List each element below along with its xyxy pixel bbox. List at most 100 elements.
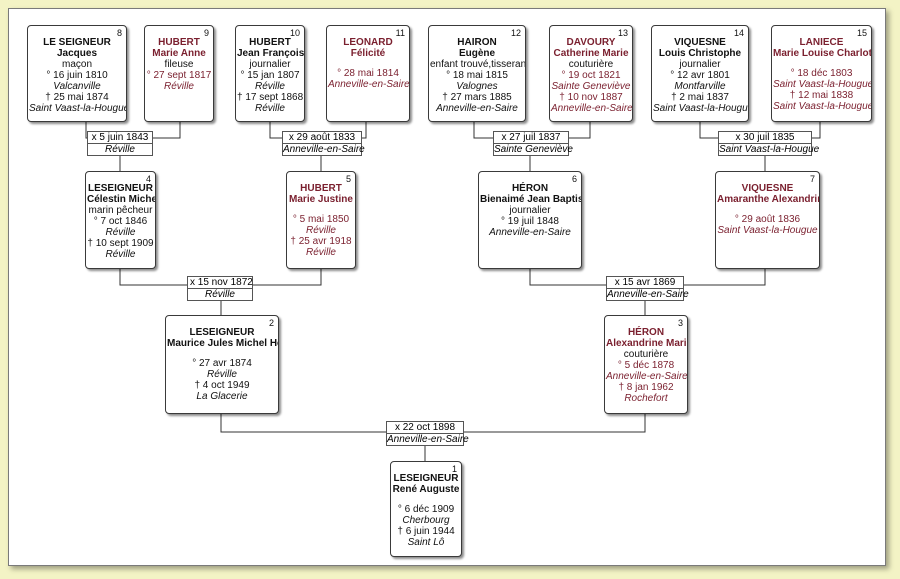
person-given-name: Marie Anne xyxy=(152,48,206,59)
person-surname: LESEIGNEUR xyxy=(189,327,255,338)
person-surname: HÉRON xyxy=(511,183,549,194)
marriage-2-3[interactable]: x 22 oct 1898 Anneville-en-Saire xyxy=(386,421,469,446)
person-card-7[interactable]: 7 VIQUESNE Amaranthe Alexandrine ° 29 ao… xyxy=(715,171,820,269)
person-death-place: Rochefort xyxy=(624,393,668,404)
marriage-place: Réville xyxy=(88,143,152,155)
person-birth-place: Valognes xyxy=(456,81,498,92)
marriage-date: x 15 nov 1872 xyxy=(190,277,253,288)
marriage-4-5[interactable]: x 15 nov 1872 Réville xyxy=(187,276,253,301)
marriage-14-15[interactable]: x 30 juil 1835 Saint Vaast-la-Hougue xyxy=(718,131,820,156)
marriage-date: x 27 juil 1837 xyxy=(501,132,561,143)
marriage-8-9[interactable]: x 5 juin 1843 Réville xyxy=(87,131,153,156)
person-card-9[interactable]: 9 HUBERT Marie Anne fileuse ° 27 sept 18… xyxy=(144,25,214,122)
person-birth-place: Anneville-en-Saire xyxy=(328,79,410,90)
person-card-2[interactable]: 2 LESEIGNEUR Maurice Jules Michel Henri … xyxy=(165,315,279,414)
person-birth: ° 16 juin 1810 xyxy=(46,70,108,81)
person-card-1[interactable]: 1 LESEIGNEUR René Auguste ° 6 déc 1909 C… xyxy=(390,461,462,557)
person-number: 12 xyxy=(510,28,521,38)
marriage-date: x 5 juin 1843 xyxy=(91,132,149,143)
person-death-place: Anneville-en-Saire xyxy=(436,103,518,114)
person-birth: ° 7 oct 1846 xyxy=(93,216,148,227)
person-card-8[interactable]: 8 LE SEIGNEUR Jacques maçon ° 16 juin 18… xyxy=(27,25,127,122)
person-occupation: marin pêcheur xyxy=(88,205,153,216)
person-card-6[interactable]: 6 HÉRON Bienaimé Jean Baptiste journalie… xyxy=(478,171,582,269)
person-birth-place: Réville xyxy=(206,369,237,380)
person-card-12[interactable]: 12 HAIRON Eugène enfant trouvé,tisserand… xyxy=(428,25,526,122)
person-number: 1 xyxy=(451,464,457,474)
person-card-3[interactable]: 3 HÉRON Alexandrine Marie couturière ° 5… xyxy=(604,315,688,414)
person-death-place: Réville xyxy=(305,247,336,258)
marriage-place: Saint Vaast-la-Hougue xyxy=(719,143,820,155)
person-birth: ° 18 déc 1803 xyxy=(790,68,853,79)
person-number: 15 xyxy=(856,28,867,38)
person-birth: ° 19 juil 1848 xyxy=(501,216,559,227)
person-occupation: fileuse xyxy=(164,59,194,70)
person-given-name: Marie Louise Charlotte xyxy=(773,48,872,59)
person-given-name: Jacques xyxy=(56,48,98,59)
person-birth-place: Réville xyxy=(105,227,136,238)
person-given-name: Jean François xyxy=(237,48,305,59)
person-given-name: Catherine Marie xyxy=(553,48,629,59)
marriage-6-7[interactable]: x 15 avr 1869 Anneville-en-Saire xyxy=(606,276,689,301)
person-death: † 8 jan 1962 xyxy=(618,382,674,393)
person-birth: ° 28 mai 1814 xyxy=(337,68,399,79)
person-surname: LEONARD xyxy=(343,37,393,48)
person-number: 7 xyxy=(809,174,815,184)
person-occupation: couturière xyxy=(568,59,614,70)
person-death: † 12 mai 1838 xyxy=(789,90,854,101)
person-birth: ° 27 sept 1817 xyxy=(146,70,212,81)
person-surname: LESEIGNEUR xyxy=(393,473,459,484)
person-number: 4 xyxy=(145,174,151,184)
person-birth: ° 19 oct 1821 xyxy=(561,70,621,81)
person-birth: ° 12 avr 1801 xyxy=(670,70,730,81)
person-card-14[interactable]: 14 VIQUESNE Louis Christophe journalier … xyxy=(651,25,749,122)
person-card-11[interactable]: 11 LEONARD Félicité ° 28 mai 1814 Annevi… xyxy=(326,25,410,122)
person-surname: VIQUESNE xyxy=(674,37,726,48)
person-death-place: Anneville-en-Saire xyxy=(551,103,633,114)
person-card-13[interactable]: 13 DAVOURY Catherine Marie couturière ° … xyxy=(549,25,633,122)
person-birth-place: Montfarville xyxy=(674,81,726,92)
person-card-5[interactable]: 5 HUBERT Marie Justine ° 5 mai 1850 Révi… xyxy=(286,171,356,269)
person-occupation: couturière xyxy=(623,349,669,360)
person-death: † 25 avr 1918 xyxy=(290,236,352,247)
marriage-date: x 30 juil 1835 xyxy=(735,132,795,143)
person-birth: ° 5 mai 1850 xyxy=(292,214,350,225)
person-birth-place: Cherbourg xyxy=(402,515,450,526)
person-occupation: journalier xyxy=(509,205,551,216)
person-number: 3 xyxy=(677,318,683,328)
person-death-place: Saint Vaast-la-Hougue xyxy=(29,103,127,114)
person-surname: LANIECE xyxy=(799,37,844,48)
person-death-place: Saint Vaast-la-Hougue xyxy=(653,103,749,114)
person-card-4[interactable]: 4 LESEIGNEUR Célestin Michel marin pêche… xyxy=(85,171,156,269)
person-birth-place: Anneville-en-Saire xyxy=(606,371,688,382)
person-surname: HÉRON xyxy=(627,327,665,338)
person-surname: HUBERT xyxy=(158,37,200,48)
person-birth: ° 27 avr 1874 xyxy=(192,358,252,369)
person-number: 8 xyxy=(116,28,122,38)
person-surname: HAIRON xyxy=(457,37,497,48)
person-occupation: journalier xyxy=(679,59,721,70)
marriage-date: x 22 oct 1898 xyxy=(394,422,456,433)
person-birth: ° 15 jan 1807 xyxy=(240,70,300,81)
person-given-name: Félicité xyxy=(350,48,386,59)
person-card-15[interactable]: 15 LANIECE Marie Louise Charlotte ° 18 d… xyxy=(771,25,872,122)
person-number: 14 xyxy=(733,28,744,38)
marriage-date: x 29 août 1833 xyxy=(288,132,356,143)
person-death-place: Saint Vaast-la-Hougue xyxy=(773,101,872,112)
person-birth-place: Valcanville xyxy=(53,81,101,92)
person-death: † 10 nov 1887 xyxy=(559,92,623,103)
person-occupation: maçon xyxy=(61,59,92,70)
person-number: 6 xyxy=(571,174,577,184)
marriage-date: x 15 avr 1869 xyxy=(614,277,676,288)
person-surname: HUBERT xyxy=(249,37,291,48)
marriage-place: Anneville-en-Saire xyxy=(607,288,689,300)
person-surname: DAVOURY xyxy=(566,37,616,48)
marriage-10-11[interactable]: x 29 août 1833 Anneville-en-Saire xyxy=(282,131,365,156)
person-birth-place: Réville xyxy=(305,225,336,236)
person-birth: ° 29 août 1836 xyxy=(734,214,801,225)
person-card-10[interactable]: 10 HUBERT Jean François journalier ° 15 … xyxy=(235,25,305,122)
person-given-name: Maurice Jules Michel Henri xyxy=(167,338,278,349)
person-death: † 25 mai 1874 xyxy=(45,92,109,103)
person-death-place: La Glacerie xyxy=(196,391,248,402)
marriage-12-13[interactable]: x 27 juil 1837 Sainte Geneviève xyxy=(493,131,573,156)
